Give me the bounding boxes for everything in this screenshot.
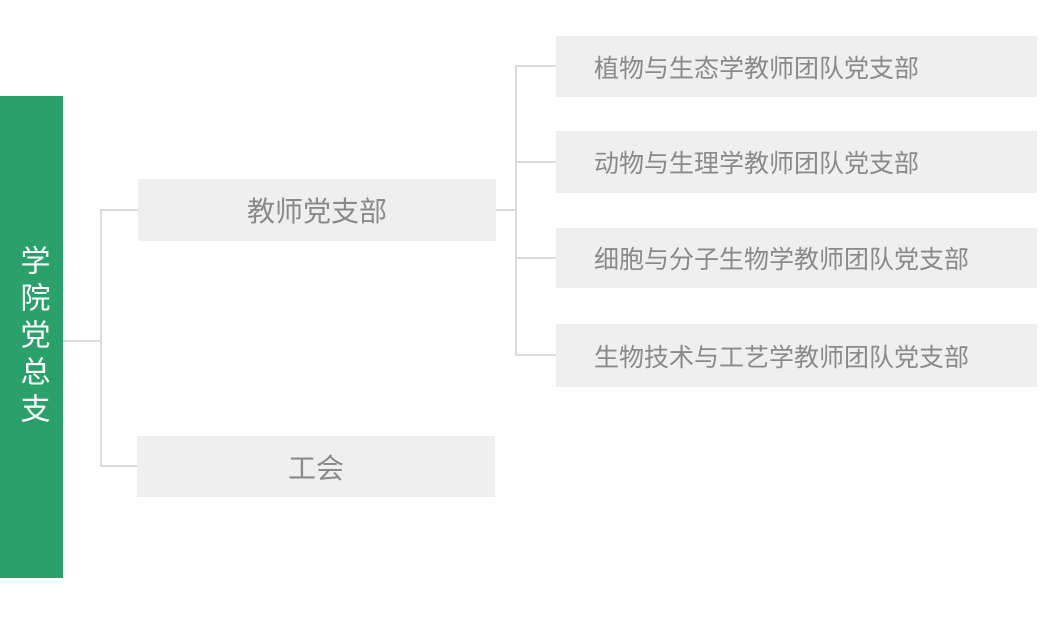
node-leaf-plant-ecology: 植物与生态学教师团队党支部	[556, 36, 1037, 97]
node-teacher-branch-label: 教师党支部	[246, 196, 387, 227]
node-union: 工会	[137, 436, 495, 497]
connector-to-leaf-4	[515, 354, 556, 356]
connector-left-spine	[100, 209, 102, 467]
node-leaf-animal-physiology: 动物与生理学教师团队党支部	[556, 131, 1037, 193]
connector-teacher-stub	[496, 209, 515, 211]
node-leaf-plant-ecology-label: 植物与生态学教师团队党支部	[594, 54, 920, 83]
connector-to-leaf-3	[515, 257, 556, 259]
root-node: 学院党总支	[0, 96, 63, 578]
connector-root-stub	[63, 340, 100, 342]
connector-to-teacher	[100, 209, 138, 211]
connector-to-union	[100, 465, 137, 467]
connector-right-spine	[515, 65, 517, 356]
node-teacher-branch: 教师党支部	[138, 179, 496, 241]
connector-to-leaf-1	[515, 65, 556, 67]
node-leaf-animal-physiology-label: 动物与生理学教师团队党支部	[594, 150, 920, 178]
node-union-label: 工会	[287, 452, 344, 484]
node-leaf-cell-molecular: 细胞与分子生物学教师团队党支部	[556, 228, 1037, 288]
node-leaf-cell-molecular-label: 细胞与分子生物学教师团队党支部	[594, 246, 970, 274]
connector-to-leaf-2	[515, 161, 556, 163]
node-leaf-biotech-technology: 生物技术与工艺学教师团队党支部	[556, 324, 1037, 387]
node-leaf-biotech-technology-label: 生物技术与工艺学教师团队党支部	[594, 343, 970, 372]
root-node-label: 学院党总支	[15, 244, 49, 430]
